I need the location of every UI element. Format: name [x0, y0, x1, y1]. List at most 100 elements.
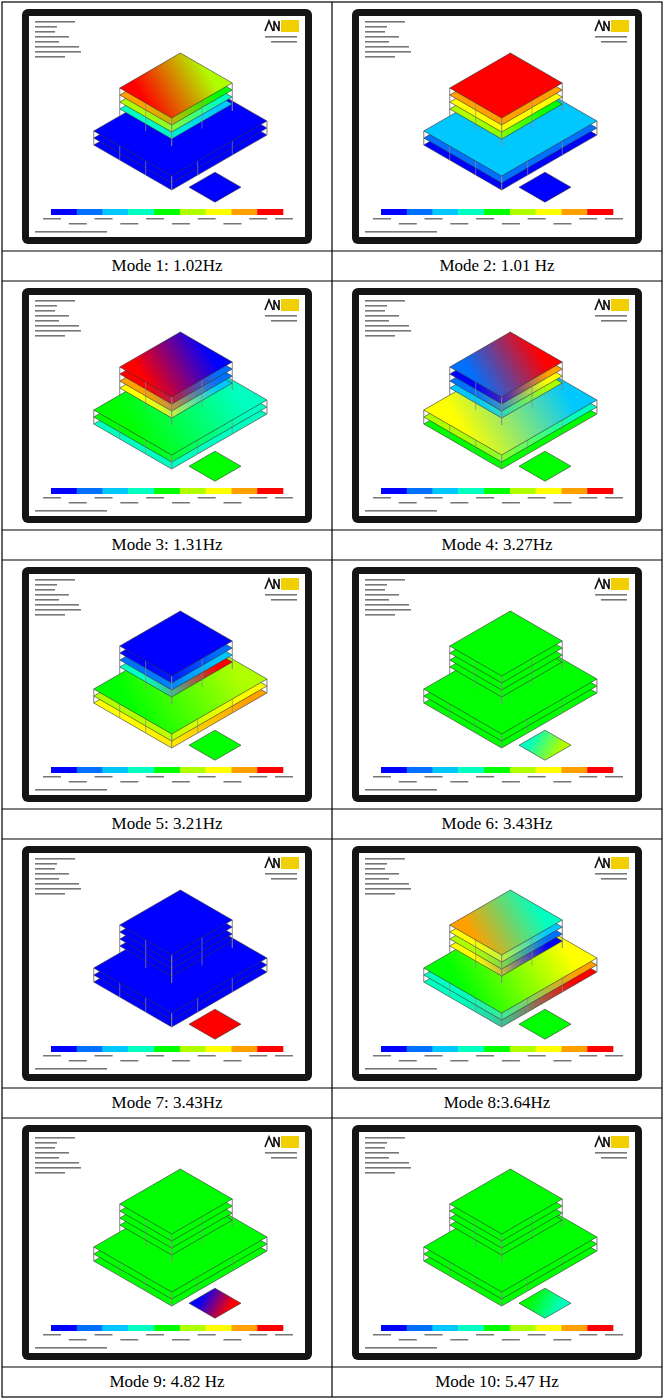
- floor-slab: [189, 730, 241, 760]
- column-line: [232, 362, 233, 369]
- column-line: [232, 941, 233, 948]
- fine-print: [275, 776, 293, 778]
- column-line: [501, 139, 502, 146]
- column-line: [449, 153, 450, 160]
- column-line: [449, 388, 450, 395]
- row-rule: [2, 529, 662, 530]
- contour-band: [407, 1046, 433, 1052]
- column-line: [232, 662, 233, 669]
- column-line: [596, 121, 597, 128]
- column-line: [501, 418, 502, 425]
- fine-print: [373, 218, 391, 220]
- column-line: [93, 1247, 94, 1254]
- contour-band: [484, 209, 510, 215]
- column-line: [449, 653, 450, 660]
- column-line: [232, 934, 233, 941]
- column-line: [562, 655, 563, 662]
- column-line: [145, 382, 146, 389]
- column-line: [171, 1241, 172, 1248]
- column-line: [449, 109, 450, 116]
- fine-print: [425, 218, 443, 220]
- column-line: [449, 367, 450, 374]
- logo-mark: [281, 20, 299, 32]
- column-line: [527, 719, 528, 726]
- column-line: [197, 1005, 198, 1012]
- logo-mark: [611, 1136, 629, 1148]
- column-line: [449, 1218, 450, 1225]
- fine-print: [35, 320, 59, 322]
- fine-print: [249, 776, 267, 778]
- column-line: [171, 683, 172, 690]
- column-line: [562, 1206, 563, 1213]
- column-line: [423, 1254, 424, 1261]
- fine-print: [198, 1334, 216, 1336]
- column-line: [171, 404, 172, 411]
- column-line: [501, 969, 502, 976]
- column-line: [501, 455, 502, 462]
- column-line: [475, 947, 476, 954]
- logo-mark: [265, 579, 279, 589]
- fine-print: [35, 1147, 55, 1149]
- column-line: [449, 646, 450, 653]
- column-line: [562, 1206, 563, 1213]
- column-line: [562, 83, 563, 90]
- column-line: [475, 396, 476, 403]
- column-line: [145, 1284, 146, 1291]
- fine-print: [399, 1060, 417, 1062]
- fine-print: [365, 36, 399, 38]
- column-line: [527, 998, 528, 1005]
- screen-frame: [352, 1125, 642, 1360]
- column-line: [119, 1225, 120, 1232]
- fine-print: [223, 223, 241, 225]
- column-line: [562, 1199, 563, 1206]
- contour-band: [536, 488, 562, 494]
- row-rule: [2, 838, 662, 839]
- contour-band: [231, 209, 257, 215]
- fine-print: [35, 1157, 59, 1159]
- fine-print: [365, 579, 405, 581]
- contour-band: [231, 1325, 257, 1331]
- column-line: [531, 680, 532, 687]
- contour-band: [206, 767, 232, 773]
- column-line: [266, 128, 267, 135]
- fine-print: [579, 1334, 597, 1336]
- fine-print: [35, 888, 81, 890]
- fine-print: [271, 878, 297, 880]
- fine-print: [35, 36, 69, 38]
- fine-print: [365, 315, 399, 317]
- column-line: [119, 946, 120, 953]
- column-line: [93, 131, 94, 138]
- fine-print: [271, 1157, 297, 1159]
- fine-print: [198, 497, 216, 499]
- column-line: [501, 132, 502, 139]
- column-line: [232, 934, 233, 941]
- fine-print: [120, 1339, 138, 1341]
- column-line: [145, 661, 146, 668]
- fine-print: [365, 1137, 405, 1139]
- fine-print: [365, 789, 437, 791]
- fine-print: [601, 878, 627, 880]
- column-line: [596, 958, 597, 965]
- column-line: [171, 690, 172, 697]
- column-line: [171, 1248, 172, 1255]
- column-line: [423, 1254, 424, 1261]
- contour-band: [433, 209, 459, 215]
- fine-print: [373, 1055, 391, 1057]
- column-line: [171, 962, 172, 969]
- column-line: [266, 121, 267, 128]
- column-line: [232, 941, 233, 948]
- column-line: [171, 1241, 172, 1248]
- column-line: [501, 676, 502, 683]
- fine-print: [35, 893, 65, 895]
- column-line: [449, 432, 450, 439]
- column-line: [201, 959, 202, 966]
- screen-ground: [29, 16, 305, 237]
- contour-band: [561, 1046, 587, 1052]
- contour-band: [587, 1046, 613, 1052]
- fine-print: [365, 56, 395, 58]
- column-line: [501, 411, 502, 418]
- fine-print: [553, 1339, 571, 1341]
- column-line: [501, 125, 502, 132]
- column-line: [501, 697, 502, 704]
- screen-frame: [352, 9, 642, 244]
